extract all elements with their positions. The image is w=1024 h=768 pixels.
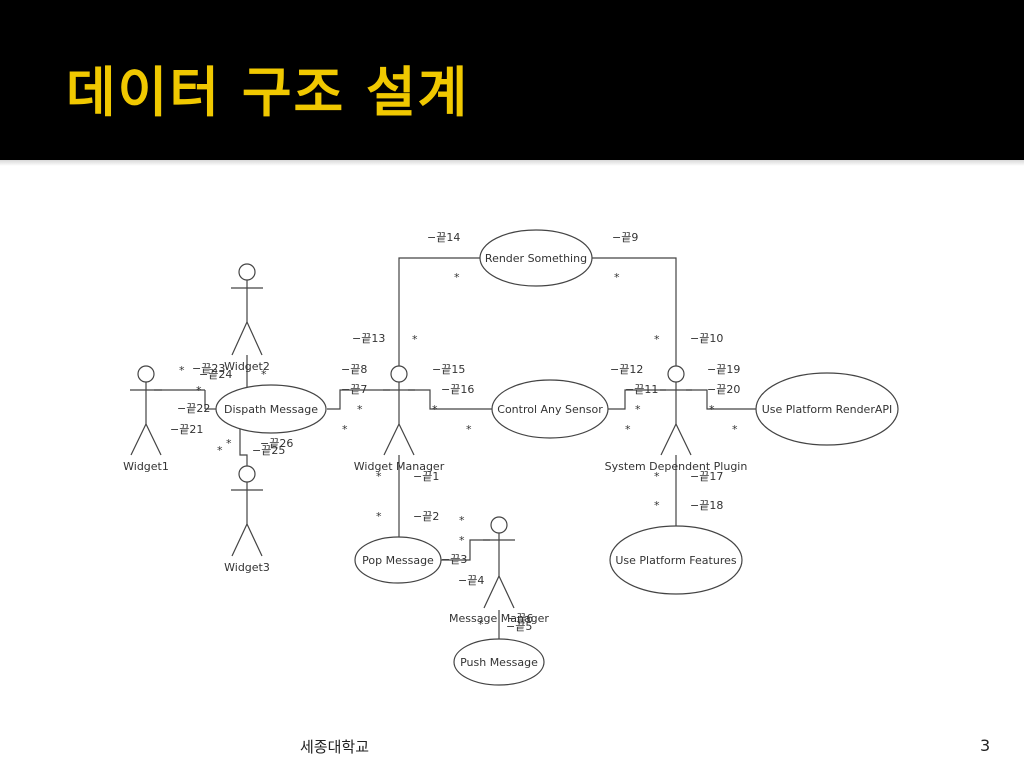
actor-label: Message Manager bbox=[449, 612, 549, 625]
actor-widget-manager: Widget Manager bbox=[354, 365, 445, 473]
multiplicity: * bbox=[478, 618, 484, 631]
role-label: −끝3 bbox=[441, 553, 467, 566]
multiplicity: * bbox=[412, 333, 418, 346]
use-case-label: Use Platform Features bbox=[615, 554, 737, 567]
multiplicity: * bbox=[226, 437, 232, 450]
multiplicity: * bbox=[357, 403, 363, 416]
use-case-label: Pop Message bbox=[362, 554, 434, 567]
role-label: −끝7 bbox=[341, 383, 367, 396]
use-case-use-platform-render-api: Use Platform RenderAPI bbox=[755, 372, 899, 446]
use-case-pop-message: Pop Message bbox=[354, 536, 442, 584]
multiplicity: * bbox=[614, 271, 620, 284]
multiplicity: * bbox=[454, 271, 460, 284]
use-case-label: Control Any Sensor bbox=[497, 403, 603, 416]
use-case-label: Push Message bbox=[460, 656, 538, 669]
slide-header: 데이터 구조 설계 bbox=[0, 0, 1024, 160]
role-label: −끝20 bbox=[707, 383, 740, 396]
header-divider bbox=[0, 160, 1024, 166]
actor-widget3: Widget3 bbox=[224, 465, 270, 574]
assoc-pop-message-manager bbox=[441, 539, 490, 561]
role-label: −끝23 bbox=[192, 362, 225, 375]
multiplicity: * bbox=[342, 423, 348, 436]
role-label: −끝5 bbox=[506, 620, 532, 633]
role-label: −끝11 bbox=[625, 383, 658, 396]
use-case-use-platform-features: Use Platform Features bbox=[609, 525, 743, 595]
role-label: −끝12 bbox=[610, 363, 643, 376]
use-case-render-something: Render Something bbox=[479, 229, 593, 287]
multiplicity: * bbox=[432, 403, 438, 416]
role-label: −끝24 bbox=[199, 368, 232, 381]
role-label: −끝14 bbox=[427, 231, 460, 244]
role-label: −끝26 bbox=[260, 437, 293, 450]
slide-title: 데이터 구조 설계 bbox=[66, 61, 470, 124]
footer-institution: 세종대학교 bbox=[300, 738, 370, 756]
multiplicity: * bbox=[654, 333, 660, 346]
use-case-dispatch-message: Dispath Message bbox=[215, 384, 327, 434]
role-label: −끝22 bbox=[177, 402, 210, 415]
role-label: −끝15 bbox=[432, 363, 465, 376]
multiplicity: * bbox=[654, 499, 660, 512]
role-label: −끝17 bbox=[690, 470, 723, 483]
actor-widget2: Widget2 bbox=[224, 263, 270, 373]
multiplicity: * bbox=[376, 470, 382, 483]
assoc-plugin-renderapi bbox=[686, 389, 756, 410]
assoc-widget3-dispatch bbox=[239, 429, 248, 466]
assoc-sensor-plugin bbox=[608, 389, 666, 410]
role-label: −끝13 bbox=[352, 332, 385, 345]
assoc-widget-manager-sensor bbox=[408, 389, 492, 410]
assoc-widget-manager-render bbox=[398, 257, 481, 366]
multiplicity: * bbox=[459, 534, 465, 547]
multiplicity: * bbox=[732, 423, 738, 436]
assoc-dispatch-widget-manager bbox=[327, 389, 390, 410]
actor-label: Widget2 bbox=[224, 360, 270, 373]
role-label: −끝18 bbox=[690, 499, 723, 512]
role-label: −끝10 bbox=[690, 332, 723, 345]
role-label: −끝16 bbox=[441, 383, 474, 396]
actor-system-dependent-plugin: System Dependent Plugin bbox=[605, 365, 748, 473]
multiplicity: * bbox=[625, 423, 631, 436]
multiplicity: * bbox=[635, 403, 641, 416]
page-number: 3 bbox=[980, 736, 991, 755]
multiplicity: * bbox=[261, 368, 267, 381]
actor-widget1: Widget1 bbox=[123, 365, 169, 473]
role-label: −끝9 bbox=[612, 231, 638, 244]
multiplicity: * bbox=[459, 514, 465, 527]
actor-label: Widget1 bbox=[123, 460, 169, 473]
use-case-label: Render Something bbox=[485, 252, 587, 265]
role-label: −끝2 bbox=[413, 510, 439, 523]
actor-message-manager: Message Manager bbox=[449, 516, 549, 625]
multiplicity: * bbox=[376, 510, 382, 523]
role-labels: −끝1 −끝2 −끝3 −끝4 −끝5 −끝6 −끝7 −끝8 −끝9 −끝10… bbox=[170, 231, 740, 633]
role-label: −끝4 bbox=[458, 574, 484, 587]
role-label: −끝19 bbox=[707, 363, 740, 376]
actor-label: Widget Manager bbox=[354, 460, 445, 473]
multiplicity: * bbox=[654, 470, 660, 483]
use-case-control-any-sensor: Control Any Sensor bbox=[491, 379, 609, 439]
multiplicity: * bbox=[196, 384, 202, 397]
use-case-label: Use Platform RenderAPI bbox=[762, 403, 893, 416]
role-label: −끝8 bbox=[341, 363, 367, 376]
use-case-label: Dispath Message bbox=[224, 403, 318, 416]
role-label: −끝6 bbox=[507, 612, 533, 625]
use-case-push-message: Push Message bbox=[453, 638, 545, 686]
assoc-render-plugin bbox=[592, 257, 677, 366]
role-label: −끝25 bbox=[252, 444, 285, 457]
multiplicity: * bbox=[466, 423, 472, 436]
multiplicity: * bbox=[709, 403, 715, 416]
multiplicity: * bbox=[217, 444, 223, 457]
association-lines bbox=[154, 257, 756, 641]
role-label: −끝1 bbox=[413, 470, 439, 483]
multiplicity-markers: * * * * * * * * * * * * * * * * * * * * … bbox=[179, 271, 738, 631]
actor-label: System Dependent Plugin bbox=[605, 460, 748, 473]
role-label: −끝21 bbox=[170, 423, 203, 436]
actor-label: Widget3 bbox=[224, 561, 270, 574]
multiplicity: * bbox=[179, 364, 185, 377]
